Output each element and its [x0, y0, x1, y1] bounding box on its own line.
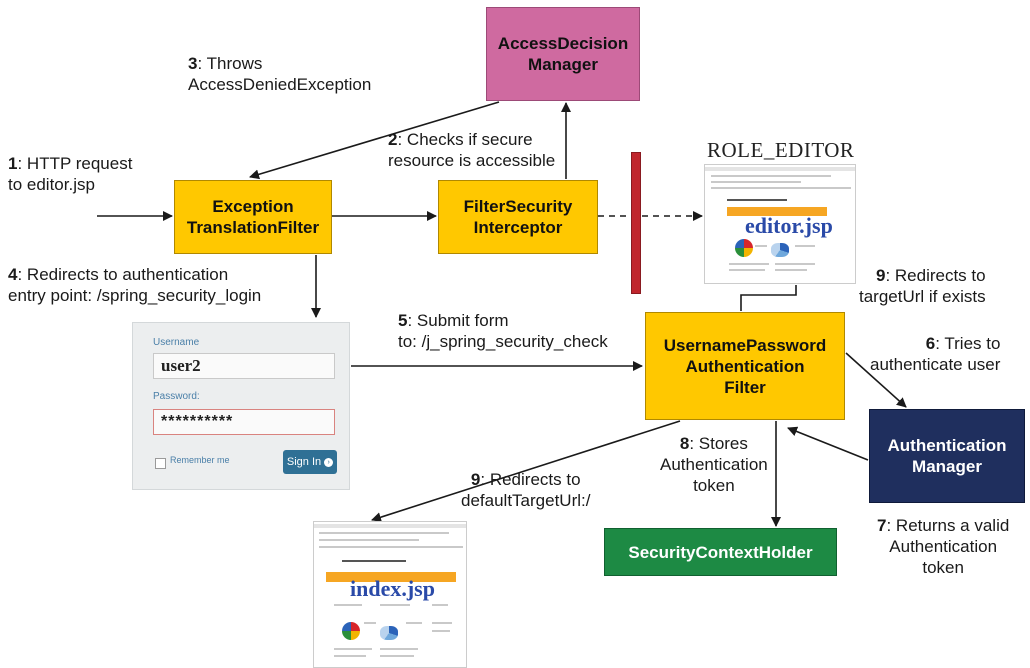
step-1-label: 1: HTTP request to editor.jsp [8, 154, 133, 194]
adm-label-line1: AccessDecision [497, 34, 629, 53]
text-line [775, 263, 815, 265]
remember-me-label: Remember me [170, 455, 230, 465]
step-4-label: 4: Redirects to authentication entry poi… [8, 265, 262, 305]
page-heading-line [727, 199, 787, 201]
edge-upaf-to-editor [740, 285, 797, 311]
access-decision-manager-node: AccessDecision Manager [486, 7, 640, 101]
page-banner [326, 572, 456, 582]
etf-label-line1: Exception [212, 197, 294, 216]
username-password-auth-filter-node: UsernamePassword Authentication Filter [645, 312, 845, 420]
sch-label: SecurityContextHolder [628, 542, 813, 562]
browser-bookmarks-line [319, 539, 419, 541]
edge-am-to-upaf [787, 426, 869, 461]
upaf-label-line3: Filter [724, 377, 766, 397]
index-page-thumbnail: index.jsp [313, 521, 467, 668]
browser-toolbar-line [319, 546, 463, 548]
browser-address-line [711, 175, 831, 177]
step-2-label: 2: Checks if secure resource is accessib… [388, 130, 556, 170]
step-8-label: 8: Stores Authentication token [660, 434, 768, 495]
logo-icon [735, 239, 753, 257]
sign-in-button[interactable]: Sign In› [283, 450, 337, 474]
text-line [334, 604, 362, 606]
step-3-label: 3: Throws AccessDeniedException [188, 54, 372, 94]
step-9-targeturl-label: 9: Redirects to targetUrl if exists [859, 266, 986, 306]
edge-upaf-to-am [845, 352, 907, 408]
authentication-manager-node: Authentication Manager [869, 409, 1025, 503]
step-6-label: 6: Tries to authenticate user [870, 334, 1001, 374]
edge-adm-to-etf [249, 101, 500, 180]
text-line [406, 622, 422, 624]
text-line [380, 655, 414, 657]
logo-icon [771, 243, 789, 257]
sign-in-label: Sign In [286, 456, 322, 468]
step-7-label: 7: Returns a valid Authentication token [877, 516, 1010, 577]
password-field[interactable]: ********** [153, 409, 335, 435]
username-field[interactable]: user2 [153, 353, 335, 379]
text-line [432, 630, 450, 632]
text-line [334, 655, 366, 657]
security-context-holder-node: SecurityContextHolder [604, 528, 837, 576]
page-banner [727, 207, 827, 216]
browser-address-line [319, 532, 449, 534]
text-line [729, 269, 765, 271]
text-line [334, 648, 372, 650]
step-9-default-label: 9: Redirects to defaultTargetUrl:/ [461, 470, 591, 510]
editor-page-thumbnail: editor.jsp [704, 164, 856, 284]
am-label-line2: Manager [912, 457, 982, 476]
text-line [729, 263, 769, 265]
browser-bookmarks-line [711, 181, 801, 183]
filter-security-interceptor-node: FilterSecurity Interceptor [438, 180, 598, 254]
upaf-label-line2: Authentication [685, 356, 805, 376]
text-line [755, 245, 767, 247]
logo-icon [342, 622, 360, 640]
exception-translation-filter-node: Exception TranslationFilter [174, 180, 332, 254]
browser-tabbar [314, 524, 466, 528]
upaf-label-line1: UsernamePassword [663, 335, 827, 355]
browser-tabbar [705, 167, 855, 171]
step-5-label: 5: Submit form to: /j_spring_security_ch… [398, 311, 608, 351]
remember-me-checkbox[interactable] [155, 458, 166, 469]
logo-icon [380, 626, 398, 640]
access-barrier [631, 152, 641, 294]
text-line [775, 269, 807, 271]
text-line [432, 622, 452, 624]
edge-upaf-to-index [371, 420, 681, 523]
fsi-label-line2: Interceptor [473, 218, 563, 237]
etf-label-line2: TranslationFilter [186, 218, 320, 237]
password-label: Password: [153, 391, 200, 402]
adm-label-line2: Manager [528, 55, 598, 74]
text-line [380, 604, 410, 606]
browser-toolbar-line [711, 187, 851, 189]
fsi-label-line1: FilterSecurity [463, 197, 573, 216]
index-page-title: index.jsp [350, 576, 435, 601]
text-line [795, 245, 815, 247]
editor-page-title: editor.jsp [745, 213, 833, 238]
am-label-line1: Authentication [887, 436, 1007, 455]
role-editor-caption: ROLE_EDITOR [707, 138, 855, 162]
text-line [380, 648, 418, 650]
text-line [432, 604, 448, 606]
text-line [364, 622, 376, 624]
login-form-screenshot: Username user2 Password: ********** Reme… [132, 322, 350, 490]
page-heading-line [342, 560, 406, 562]
arrow-circle-icon: › [324, 457, 334, 467]
username-label: Username [153, 337, 200, 348]
